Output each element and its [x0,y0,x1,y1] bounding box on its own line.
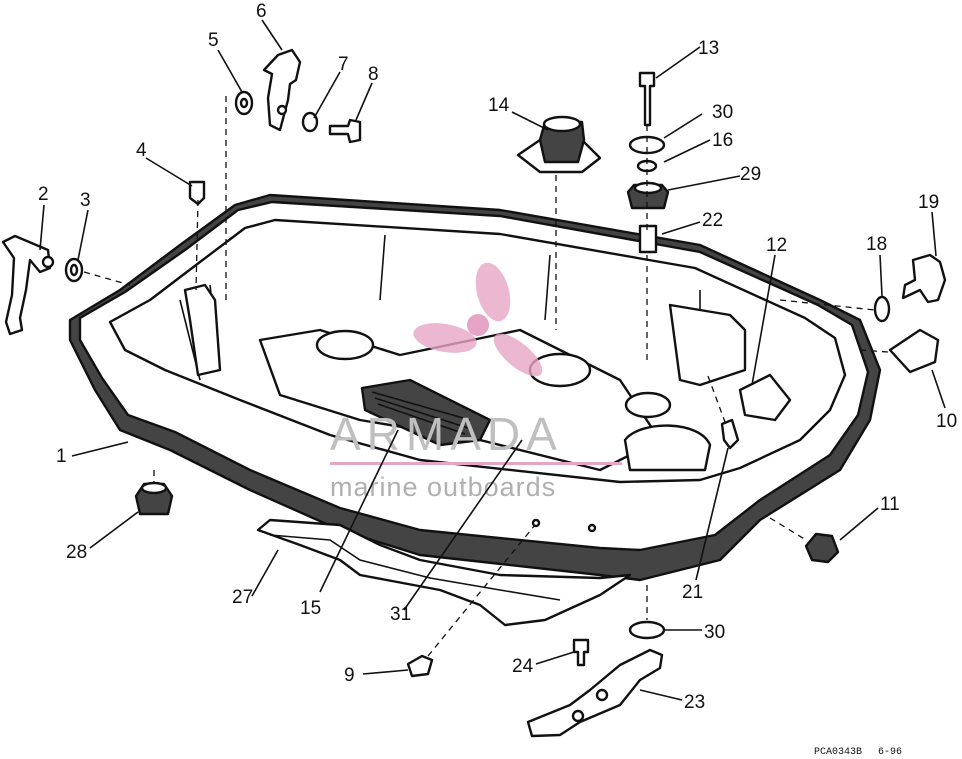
callout-16: 16 [712,130,733,151]
callout-24: 24 [512,656,534,677]
callout-9: 9 [344,665,355,686]
callout-5: 5 [208,30,219,51]
armada-watermark: ARMADA marine outboards [330,262,622,502]
callout-22: 22 [702,210,723,231]
callout-30-top: 30 [712,102,733,123]
callout-10: 10 [936,411,957,432]
callout-18: 18 [866,234,887,255]
bolt-24 [572,638,590,667]
callout-labels: 1 2 3 4 5 6 7 8 9 10 11 12 13 14 15 16 1… [38,1,957,713]
fitting-19 [901,253,947,304]
callout-13: 13 [698,38,719,59]
lower-motor-cover [68,193,882,582]
callout-29: 29 [740,164,761,185]
callout-11: 11 [880,494,900,515]
watermark-brand: ARMADA [330,408,563,460]
callout-1: 1 [56,446,67,467]
plug-9 [406,654,434,678]
sleeve-22 [638,224,658,254]
callout-8: 8 [368,64,379,85]
propeller-logo-icon [413,262,543,377]
bracket-10 [888,328,940,374]
bracket-23 [526,648,664,738]
watermark-tagline: marine outboards [330,472,556,502]
figure-code: PCA0343B [814,747,862,758]
callout-21: 21 [682,582,703,603]
bracket-6 [262,48,302,132]
callout-30-bottom: 30 [704,622,725,643]
callout-4: 4 [136,140,147,161]
watermark-underline [330,462,622,465]
callout-leaders [39,19,946,701]
washer-18 [873,295,891,323]
bolt-8 [328,118,362,144]
fastener-21 [720,418,740,450]
grommet-11 [804,532,840,564]
callout-12: 12 [766,235,787,256]
callout-28: 28 [66,542,87,563]
grommet-14 [516,115,602,174]
figure-date: 6-96 [878,747,902,758]
callout-14: 14 [488,95,510,116]
callout-7: 7 [338,54,349,75]
bolt-13 [638,71,656,127]
callout-15: 15 [300,598,321,619]
assembly-guide-lines [83,96,889,657]
callout-6: 6 [256,1,267,22]
callout-27: 27 [232,587,253,608]
callout-23: 23 [684,692,705,713]
callout-3: 3 [80,190,91,211]
lever-2 [1,234,52,336]
bottom-seal-27 [256,518,632,627]
washer-30-bottom [628,620,666,640]
callout-31: 31 [390,604,411,625]
callout-19: 19 [918,192,939,213]
callout-2: 2 [38,184,49,205]
fitting-4 [188,180,206,206]
